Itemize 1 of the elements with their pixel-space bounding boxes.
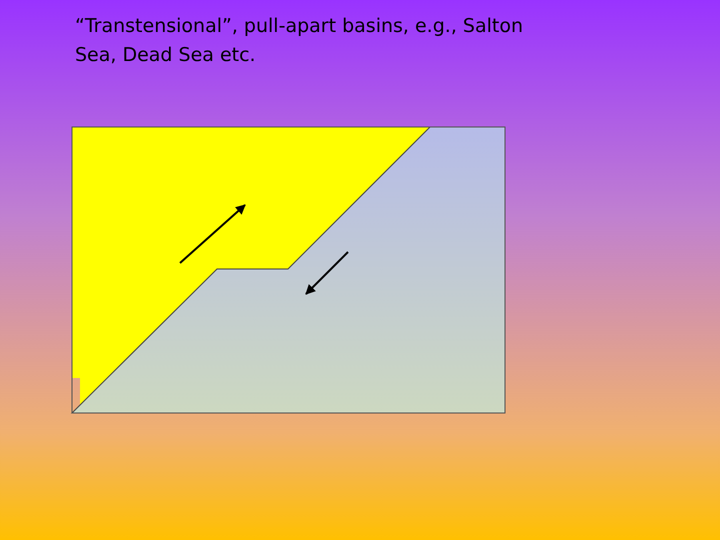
slide-title: “Transtensional”, pull-apart basins, e.g., Salton Sea, Dead Sea etc. bbox=[75, 14, 524, 68]
